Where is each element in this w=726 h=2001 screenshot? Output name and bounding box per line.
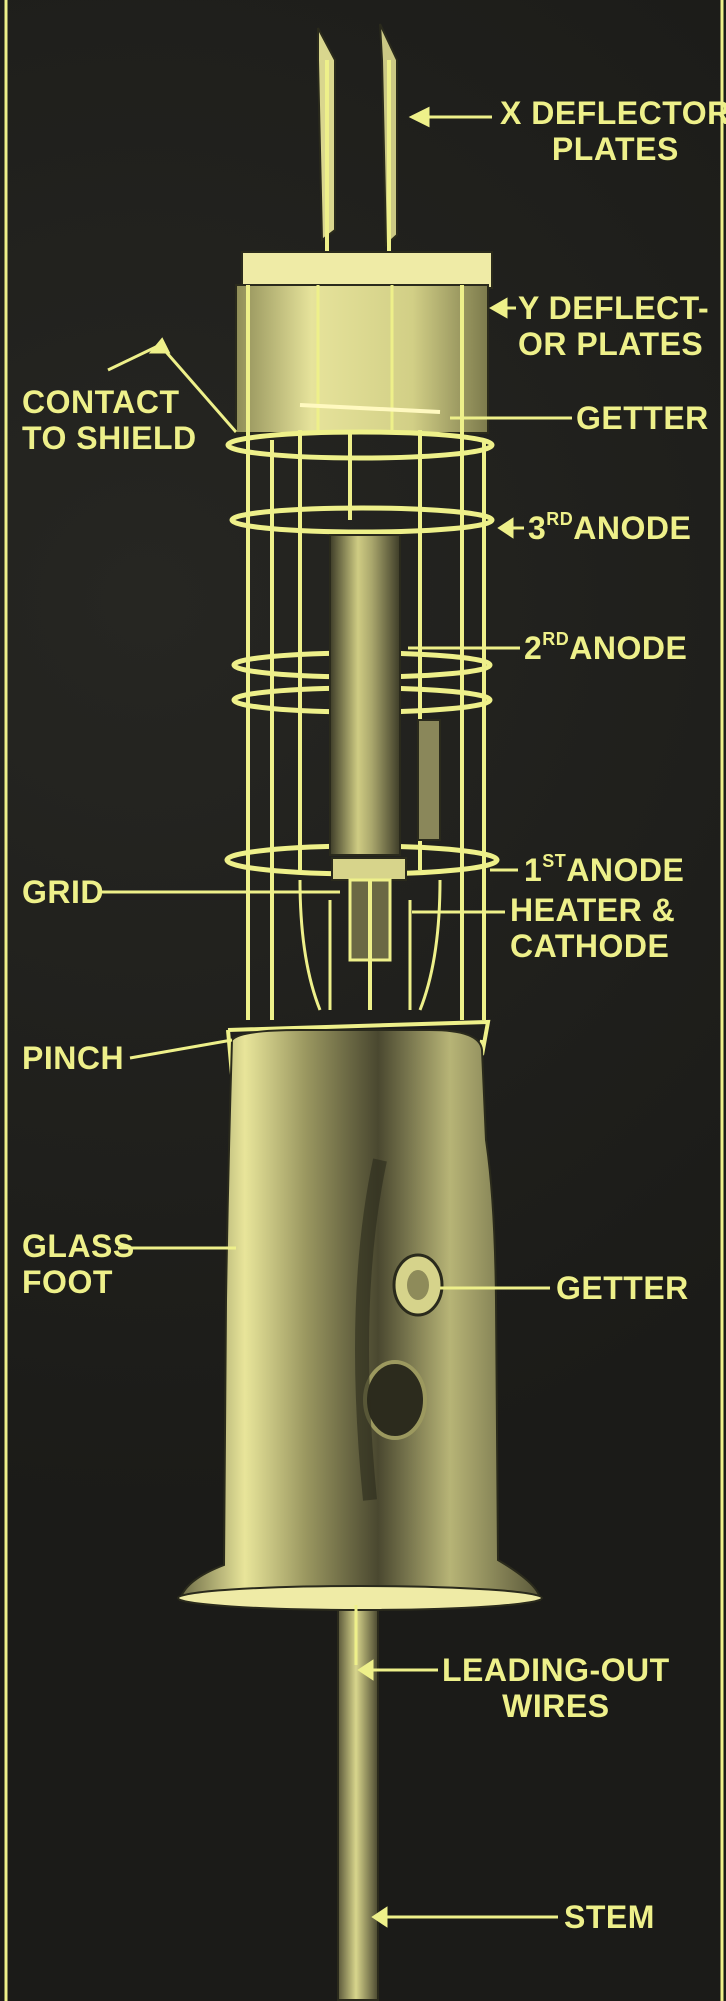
label-glass-foot: GLASS FOOT bbox=[22, 1228, 135, 1300]
anode-cylinder bbox=[329, 534, 441, 856]
label-second-anode: 2RDANODE bbox=[524, 629, 688, 666]
label-y-deflector-plates: Y DEFLECT- OR PLATES bbox=[518, 290, 710, 362]
label-x-deflector-plates: X DEFLECTOR PLATES bbox=[500, 95, 726, 167]
frame-border bbox=[4, 0, 724, 2001]
y-deflector-shield bbox=[235, 251, 493, 434]
label-heater-cathode: HEATER & CATHODE bbox=[510, 892, 676, 964]
leader-lines bbox=[102, 106, 572, 1928]
x-deflector-plates bbox=[317, 23, 398, 255]
glass-foot bbox=[177, 1029, 543, 1611]
grid-cathode-assembly bbox=[298, 857, 442, 1011]
label-third-anode: 3RDANODE bbox=[528, 509, 692, 546]
label-first-anode: 1STANODE bbox=[524, 851, 685, 888]
getter-disc bbox=[392, 1253, 444, 1317]
label-grid: GRID bbox=[22, 874, 104, 910]
label-getter-top: GETTER bbox=[576, 400, 709, 436]
label-getter-bottom: GETTER bbox=[556, 1270, 689, 1306]
label-contact-to-shield: CONTACT TO SHIELD bbox=[22, 384, 197, 456]
label-pinch: PINCH bbox=[22, 1040, 125, 1076]
label-stem: STEM bbox=[564, 1899, 655, 1935]
label-leading-out-wires: LEADING-OUT WIRES bbox=[442, 1652, 670, 1724]
